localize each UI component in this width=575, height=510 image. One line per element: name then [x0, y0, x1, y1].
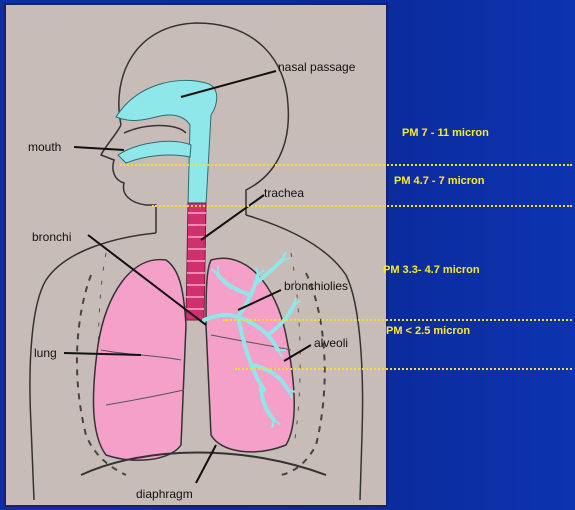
left-lung [93, 260, 186, 461]
respiratory-system-diagram: nasal passage mouth trachea bronchi bron… [4, 3, 388, 507]
palate-line [124, 126, 186, 134]
label-bronchi: bronchi [32, 230, 71, 244]
label-diaphragm: diaphragm [136, 487, 193, 501]
mouth-cavity [118, 141, 191, 163]
label-bronchioles: bronchiolies [284, 279, 348, 293]
pm-label-3.3-4.7: PM 3.3- 4.7 micron [383, 264, 480, 276]
diagram-svg: nasal passage mouth trachea bronchi bron… [6, 5, 386, 505]
level-line-4 [235, 368, 572, 370]
level-line-1 [120, 164, 572, 166]
label-alveoli: alveoli [314, 336, 348, 350]
level-line-2 [152, 205, 572, 207]
label-nasal-passage: nasal passage [278, 60, 356, 74]
pm-label-7-11: PM 7 - 11 micron [402, 127, 489, 139]
pm-label-2.5: PM < 2.5 micron [386, 325, 470, 337]
pm-label-4.7-7: PM 4.7 - 7 micron [394, 175, 484, 187]
label-mouth: mouth [28, 140, 61, 154]
level-line-3 [223, 319, 572, 321]
label-lung: lung [34, 346, 57, 360]
label-trachea: trachea [264, 186, 304, 200]
